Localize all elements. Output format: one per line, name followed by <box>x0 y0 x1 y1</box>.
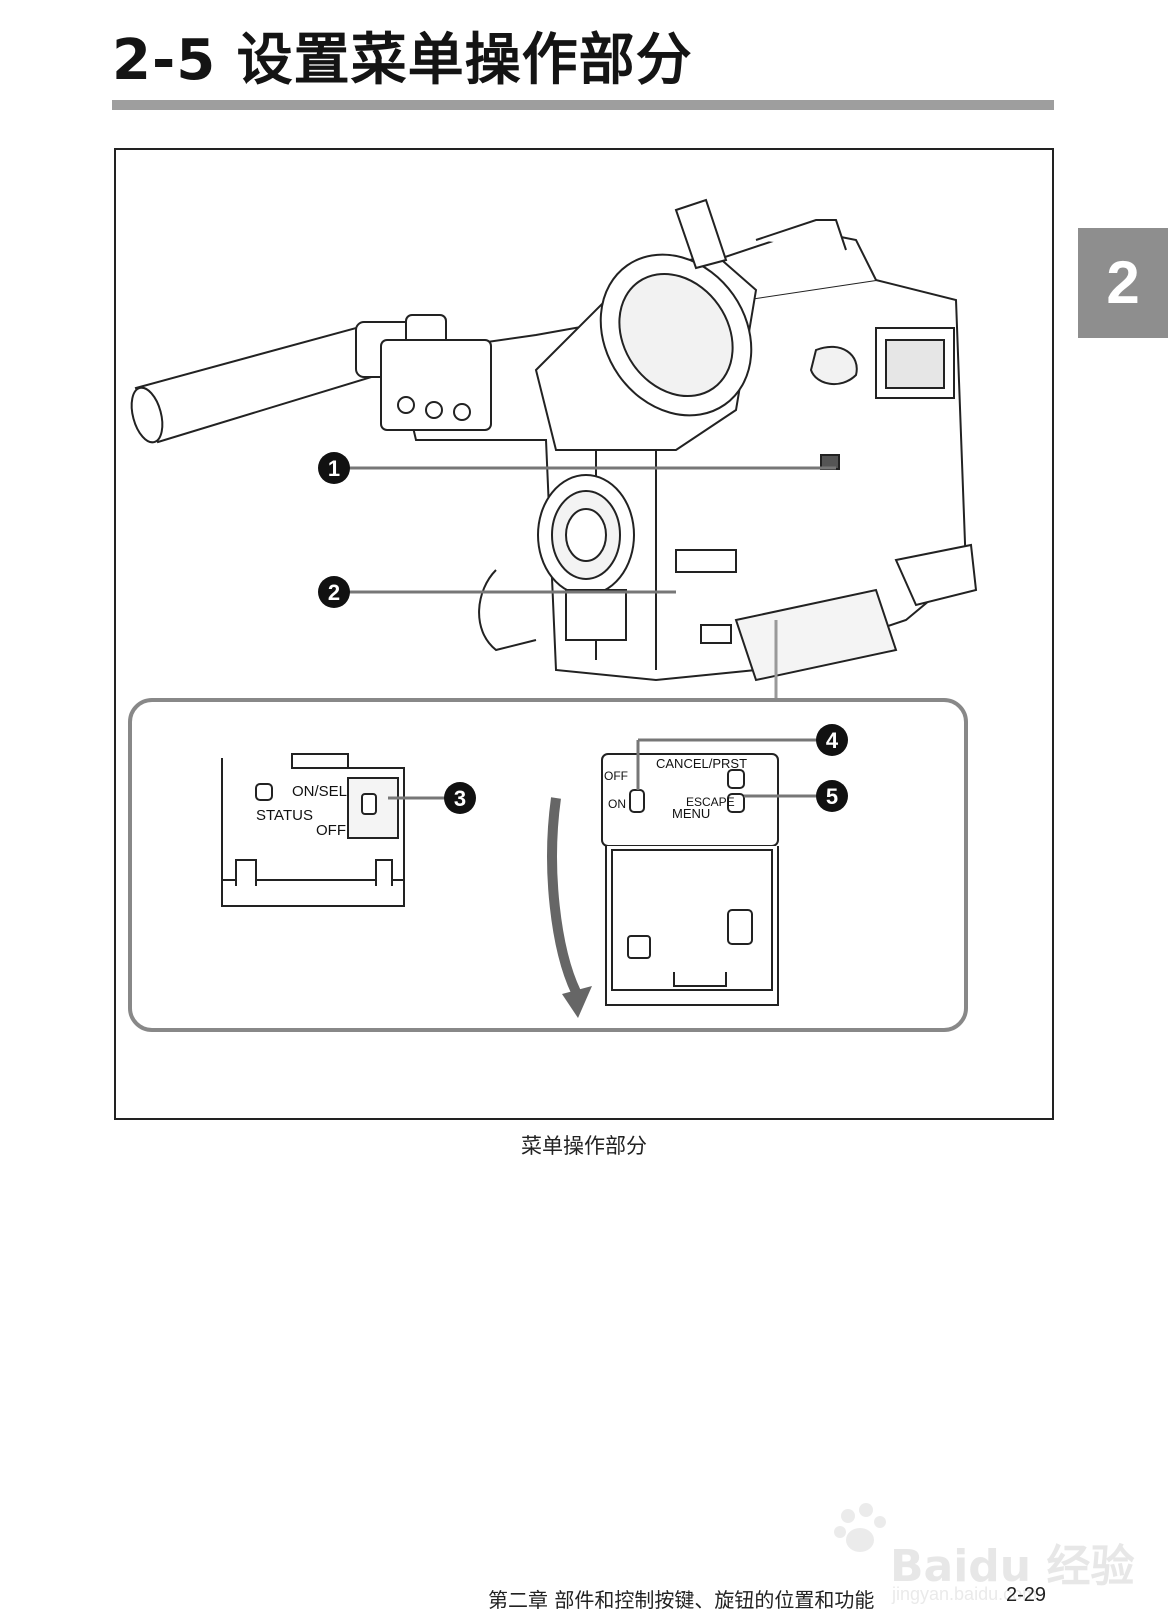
page-number: 2-29 <box>1006 1584 1047 1606</box>
off-label-right: OFF <box>604 769 628 783</box>
svg-text:5: 5 <box>826 784 838 809</box>
off-label-left: OFF <box>316 822 346 839</box>
status-label: STATUS <box>256 807 313 824</box>
footer-chapter: 第二章 部件和控制按键、旋钮的位置和功能 <box>488 1588 875 1612</box>
callout-5: 5 <box>816 780 848 812</box>
callout-2: 2 <box>318 576 350 608</box>
svg-text:3: 3 <box>454 786 466 811</box>
chapter-tab: 2 <box>1078 228 1168 338</box>
lens-mount <box>537 474 635 596</box>
menu-panel <box>601 753 779 1006</box>
title-underline <box>112 100 1054 110</box>
on-sel-label: ON/SEL <box>292 783 347 800</box>
status-button[interactable] <box>255 783 273 801</box>
page-title: 2-5 设置菜单操作部分 <box>112 28 693 93</box>
figure-caption: 菜单操作部分 <box>521 1134 647 1158</box>
cancel-prst-label: CANCEL/PRST <box>656 756 747 771</box>
on-label-right: ON <box>608 797 626 811</box>
escape-button[interactable] <box>727 793 745 813</box>
menu-button[interactable] <box>727 769 745 789</box>
cancel-prst-switch[interactable] <box>629 789 645 813</box>
svg-text:2: 2 <box>328 580 340 605</box>
callout-4: 4 <box>816 724 848 756</box>
detail-panel <box>128 698 968 1032</box>
camera-illustration: 1 2 STATUS ON/SEL OFF 3 <box>128 198 978 1032</box>
watermark-url: jingyan.baidu.com <box>892 1584 1038 1604</box>
baidu-watermark: Baidu 经验 jingyan.baidu.com <box>830 1500 1134 1610</box>
front-controls <box>380 339 840 652</box>
menu-label: MENU <box>672 806 710 821</box>
figure-frame: 1 2 STATUS ON/SEL OFF 3 <box>114 148 1054 1120</box>
svg-text:1: 1 <box>328 456 340 481</box>
callout-1: 1 <box>318 452 350 484</box>
callout-3: 3 <box>444 782 476 814</box>
svg-text:4: 4 <box>826 728 839 753</box>
rotation-arrow-head <box>562 986 592 1018</box>
status-panel <box>221 753 405 907</box>
watermark-text: Baidu 经验 <box>890 1541 1135 1592</box>
rotation-arrow <box>547 797 581 995</box>
paw-icon <box>834 1503 886 1552</box>
on-sel-switch[interactable] <box>347 777 399 839</box>
escape-label: ESCAPE <box>686 795 735 809</box>
viewfinder <box>534 198 758 451</box>
